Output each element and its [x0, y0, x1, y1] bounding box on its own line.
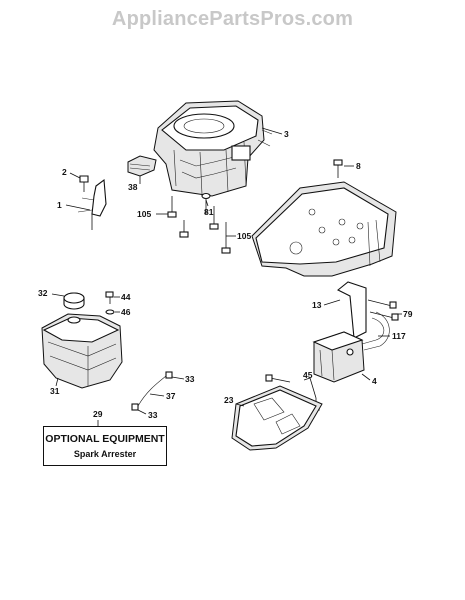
callout-32: 32 — [38, 288, 48, 298]
callout-29: 29 — [93, 409, 103, 419]
optional-equipment-box: OPTIONAL EQUIPMENT Spark Arrester — [43, 426, 167, 466]
bolt-part-79[interactable] — [367, 299, 399, 321]
callout-2: 2 — [62, 167, 67, 177]
frame-plate[interactable] — [251, 181, 397, 277]
callout-33a: 33 — [185, 374, 195, 384]
callout-4: 4 — [372, 376, 377, 386]
fuel-tank-part-31[interactable] — [41, 313, 123, 389]
callout-105a: 105 — [137, 209, 151, 219]
bolt-part-8[interactable] — [333, 159, 343, 178]
callout-105b: 105 — [237, 231, 251, 241]
clamp-part-33-bottom[interactable] — [131, 403, 139, 411]
site-watermark: AppliancePartsPros.com — [111, 8, 354, 30]
screw-part-2[interactable] — [79, 175, 89, 192]
fuel-cap-part-32[interactable] — [63, 292, 85, 310]
callout-45: 45 — [303, 370, 313, 380]
callout-1: 1 — [57, 200, 62, 210]
spark-arrester-label: Spark Arrester — [73, 449, 137, 459]
callout-13: 13 — [312, 300, 322, 310]
bracket-part-1[interactable] — [77, 178, 107, 230]
optional-equipment-title: OPTIONAL EQUIPMENT — [45, 433, 165, 445]
callout-44: 44 — [121, 292, 131, 302]
callout-117: 117 — [392, 331, 406, 341]
engine-part-3[interactable] — [153, 100, 273, 197]
muffler-part-4[interactable] — [312, 331, 365, 383]
screw-part-44[interactable] — [105, 291, 114, 304]
clamp-part-33-top[interactable] — [165, 371, 173, 379]
callout-33b: 33 — [148, 410, 158, 420]
callout-37: 37 — [166, 391, 176, 401]
exhaust-pipe-part-117[interactable] — [361, 311, 390, 351]
bolt-part-105-left[interactable] — [167, 196, 189, 238]
callout-38: 38 — [128, 182, 138, 192]
callout-79: 79 — [403, 309, 413, 319]
callout-31: 31 — [50, 386, 60, 396]
callout-8: 8 — [356, 161, 361, 171]
callout-23: 23 — [224, 395, 234, 405]
callout-81: 81 — [204, 207, 214, 217]
callout-3: 3 — [284, 129, 289, 139]
callout-46: 46 — [121, 307, 131, 317]
washer-part-46[interactable] — [105, 309, 115, 315]
heat-shield-part-23[interactable] — [231, 385, 323, 451]
fuel-line-part-37[interactable] — [137, 375, 167, 407]
muffler-bracket-part-13[interactable] — [336, 281, 367, 339]
air-filter-part-38[interactable] — [127, 155, 157, 177]
